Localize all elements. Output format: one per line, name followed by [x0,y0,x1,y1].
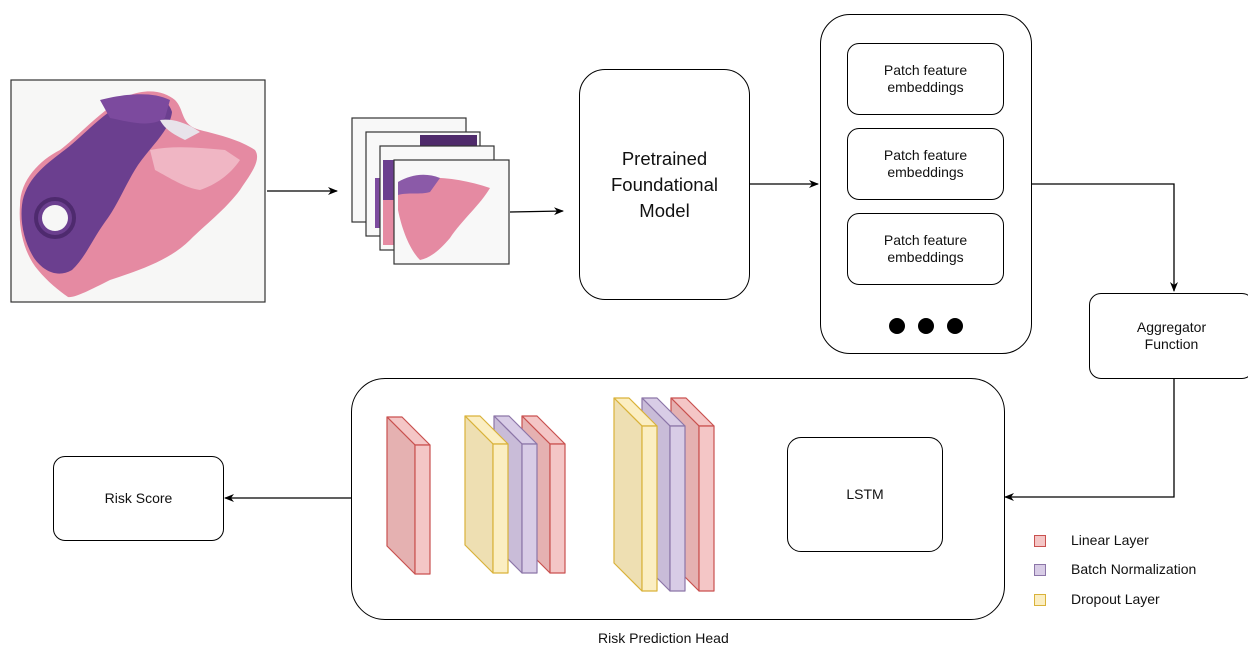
legend-swatch-batchnorm [1034,564,1046,576]
ellipsis-dot-icon [889,318,905,334]
legend-label-linear: Linear Layer [1071,532,1149,548]
arrow-patches-to-model [509,207,564,216]
ellipsis-dot-icon [918,318,934,334]
risk-head-caption: Risk Prediction Head [598,630,729,646]
risk-score-box: Risk Score [53,456,224,541]
patch-embedding-box-3: Patch feature embeddings [847,213,1004,285]
patch-embedding-label: Patch feature embeddings [883,232,968,265]
foundation-model-box: Pretrained Foundational Model [579,69,750,300]
aggregator-label: Aggregator Function [1136,319,1207,352]
risk-score-label: Risk Score [104,490,173,506]
legend-swatch-linear [1034,535,1046,547]
arrow-aggregator-to-head [1004,379,1175,501]
lstm-label: LSTM [846,486,884,502]
patch-embedding-label: Patch feature embeddings [883,62,968,95]
ellipsis-dot-icon [947,318,963,334]
dropout-layer-block [613,397,658,592]
linear-layer-block [386,416,431,575]
foundation-model-label: Pretrained Foundational Model [611,147,718,221]
patch-embedding-box-1: Patch feature embeddings [847,43,1004,115]
patch-embedding-label: Patch feature embeddings [883,147,968,180]
lstm-box: LSTM [787,437,943,552]
legend-label-dropout: Dropout Layer [1071,591,1160,607]
legend-swatch-dropout [1034,594,1046,606]
patch-embedding-box-2: Patch feature embeddings [847,128,1004,200]
patch-tile-4 [393,159,510,265]
legend-label-batchnorm: Batch Normalization [1071,561,1197,577]
arrow-embeddings-to-aggregator [1032,183,1178,292]
aggregator-box: Aggregator Function [1089,293,1248,379]
dropout-layer-block [464,415,509,574]
